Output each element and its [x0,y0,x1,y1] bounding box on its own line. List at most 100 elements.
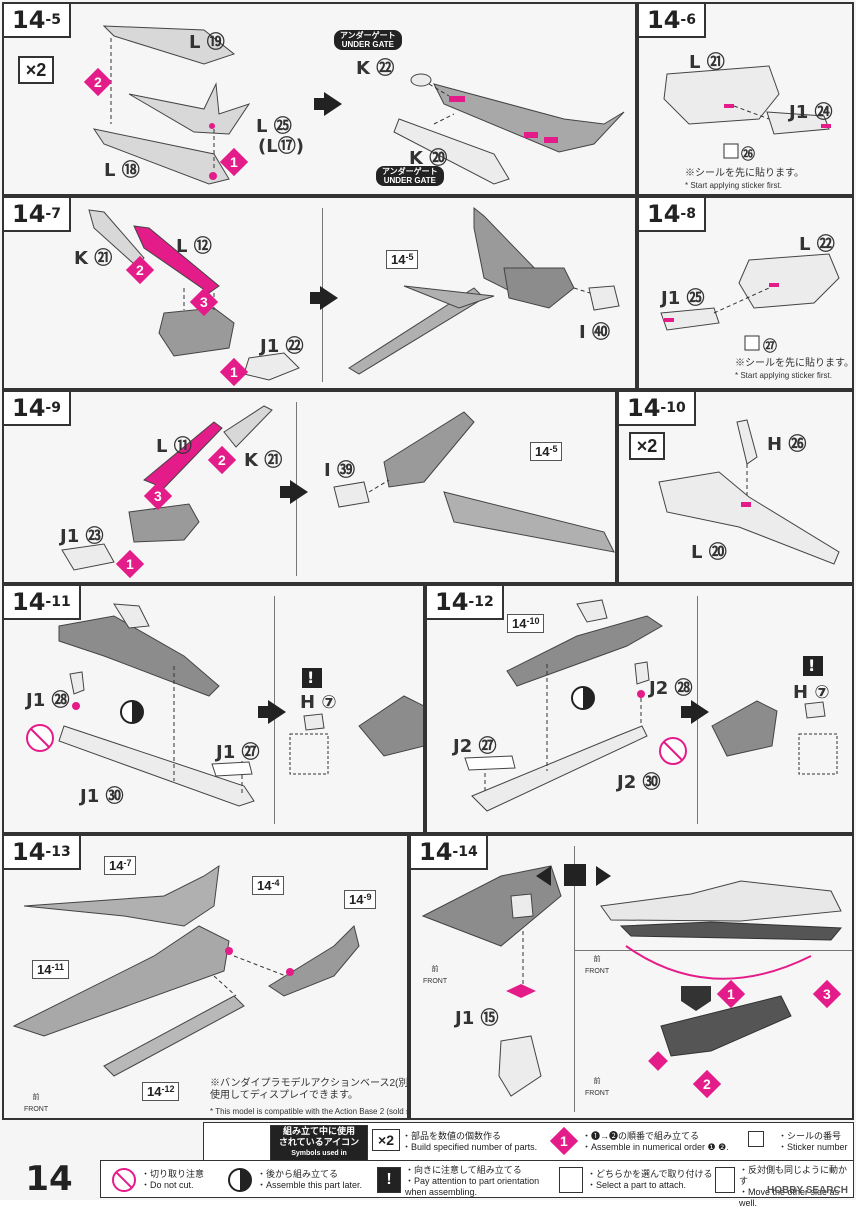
assemble-later-icon [228,1168,252,1192]
step-number: 14-12 [427,586,504,620]
part-label-l20: L ⑳ [691,542,727,563]
select-part-icon [559,1167,583,1193]
step-14-8-panel: 14-8 L ㉒ J1 ㉕ ㉗ ※シールを先に貼ります。* Start appl… [637,196,854,390]
legend-later: ・後から組み立てる・Assemble this part later. [257,1169,363,1190]
no-cut-icon [112,1168,136,1192]
step-14-12-panel: 14-12 ! 14-10 J2 ㉘ J2 ㉗ J2 ㉚ H ⑦ [425,584,854,834]
assembly-drawing [12,864,360,1077]
sticker-first-note: ※シールを先に貼ります。* Start applying sticker fir… [685,168,804,190]
step-number: 14-10 [619,392,696,426]
step-number: 14-5 [4,4,71,38]
step-14-11-panel: 14-11 ! J1 ㉘ J1 ㉗ J1 ㉚ H ⑦ [2,584,425,834]
part-label-j124: J1 ㉔ [789,102,833,123]
step-number: 14-6 [639,4,706,38]
multiply-icon: ×2 [629,432,665,460]
ref-step-14-11: 14-11 [32,960,69,979]
excl-icon: ! [808,656,816,675]
ref-step-14-7: 14-7 [104,856,137,875]
multiply-icon: ×2 [372,1129,400,1151]
ref-step-14-5: 14-5 [386,250,419,269]
part-label-l11: L ⑪ [156,436,192,457]
ref-step-14-10: 14-10 [507,614,545,633]
symbol-legend-2: ・切り取り注意・Do not cut. ・後から組み立てる・Assemble t… [100,1160,854,1208]
legend-orientation: ・向きに注意して組み立てる・Pay attention to part orie… [405,1165,540,1197]
assembly-drawing [421,864,843,1097]
part-label-j228: J2 ㉘ [649,678,693,699]
part-drawing [658,419,840,565]
part-label-h26: H ㉖ [767,434,807,455]
ref-step-14-5: 14-5 [530,442,563,461]
part-label-i39: I ㊴ [324,460,355,481]
part-label-j230: J2 ㉚ [617,772,661,793]
part-label-l18: L ⑱ [104,160,140,181]
part-label-j127: J1 ㉗ [216,742,260,763]
watermark: HOBBY SEARCH [767,1185,848,1196]
part-label-l21: L ㉑ [689,52,725,73]
legend-multiply: ・部品を数値の個数作る・Build specified number of pa… [402,1131,538,1152]
part-label-l25: L ㉕ [256,116,292,137]
part-label-k21: K ㉑ [244,450,283,471]
part-label-l19: L ⑲ [189,32,225,53]
part-drawing [88,206,620,381]
part-label-k22: K ㉒ [356,58,395,79]
page-number: 14 [25,1159,73,1199]
sticker-number-26: ㉖ [741,147,755,163]
part-label-j130: J1 ㉚ [80,786,124,807]
part-label-h7: H ⑦ [300,692,337,713]
ref-step-14-12: 14-12 [142,1082,180,1101]
step-number: 14-14 [411,836,488,870]
part-label-j115: J1 ⑮ [455,1008,499,1029]
part-label-j128: J1 ㉘ [26,690,70,711]
ref-step-14-9: 14-9 [344,890,377,909]
part-label-i40: I ㊵ [579,322,610,343]
part-drawing [464,599,838,812]
sticker-first-note: ※シールを先に貼ります。* Start applying sticker fir… [735,358,854,380]
part-drawing [26,603,423,807]
part-label-k21: K ㉑ [74,248,113,269]
step-14-7-panel: 14-7 2 3 1 K ㉑ L ⑫ J1 ㉒ 14-5 I ㊵ [2,196,637,390]
action-base-note-en: * This model is compatible with the Acti… [210,1107,407,1116]
step-14-9-panel: 14-9 2 3 1 L ⑪ K ㉑ J1 ㉓ I ㊴ 14-5 [2,390,617,584]
part-drawing [61,405,615,571]
wing-parts-drawing [92,25,625,185]
part-label-l22: L ㉒ [799,234,835,255]
mirror-icon [715,1167,735,1193]
sticker-number-27: ㉗ [763,339,777,355]
step-number: 14-7 [4,198,71,232]
orientation-icon: ! [377,1167,401,1193]
legend-sticker: ・シールの番号・Sticker number [778,1131,848,1152]
part-label-j122: J1 ㉒ [260,336,304,357]
order-icon: 1 [549,1126,579,1156]
legend-no-cut: ・切り取り注意・Do not cut. [141,1169,205,1190]
step-14-6-panel: 14-6 L ㉑ J1 ㉔ ㉖ ※シールを先に貼ります。* Start appl… [637,2,854,196]
step-number: 14-9 [4,392,71,426]
action-base-note: ※バンダイプラモデルアクションベース2(別売り)を使用してディスプレイできます。 [210,1078,409,1101]
part-drawing [663,65,831,159]
sticker-icon [748,1131,764,1147]
step-number: 14-11 [4,586,81,620]
legend-order: ・❶→❷の順番で組み立てる・Assemble in numerical orde… [582,1131,729,1152]
excl-icon: ! [307,668,315,687]
part-label-l17: (L⑰) [258,136,304,157]
divider [574,950,852,951]
part-label-h7: H ⑦ [793,682,830,703]
multiply-icon: ×2 [18,56,54,84]
step-number: 14-13 [4,836,81,870]
step-number: 14-8 [639,198,706,232]
step-14-13-panel: 14-13 14-7 14-4 14-9 14-11 14-12 ※バンダイプラ… [2,834,409,1120]
part-label-j125: J1 ㉕ [661,288,705,309]
legend-select: ・どちらかを選んで取り付ける・Select a part to attach. [587,1169,713,1190]
part-label-l12: L ⑫ [176,236,212,257]
part-label-k20: K ⑳ [409,148,448,169]
part-label-j123: J1 ㉓ [60,526,104,547]
